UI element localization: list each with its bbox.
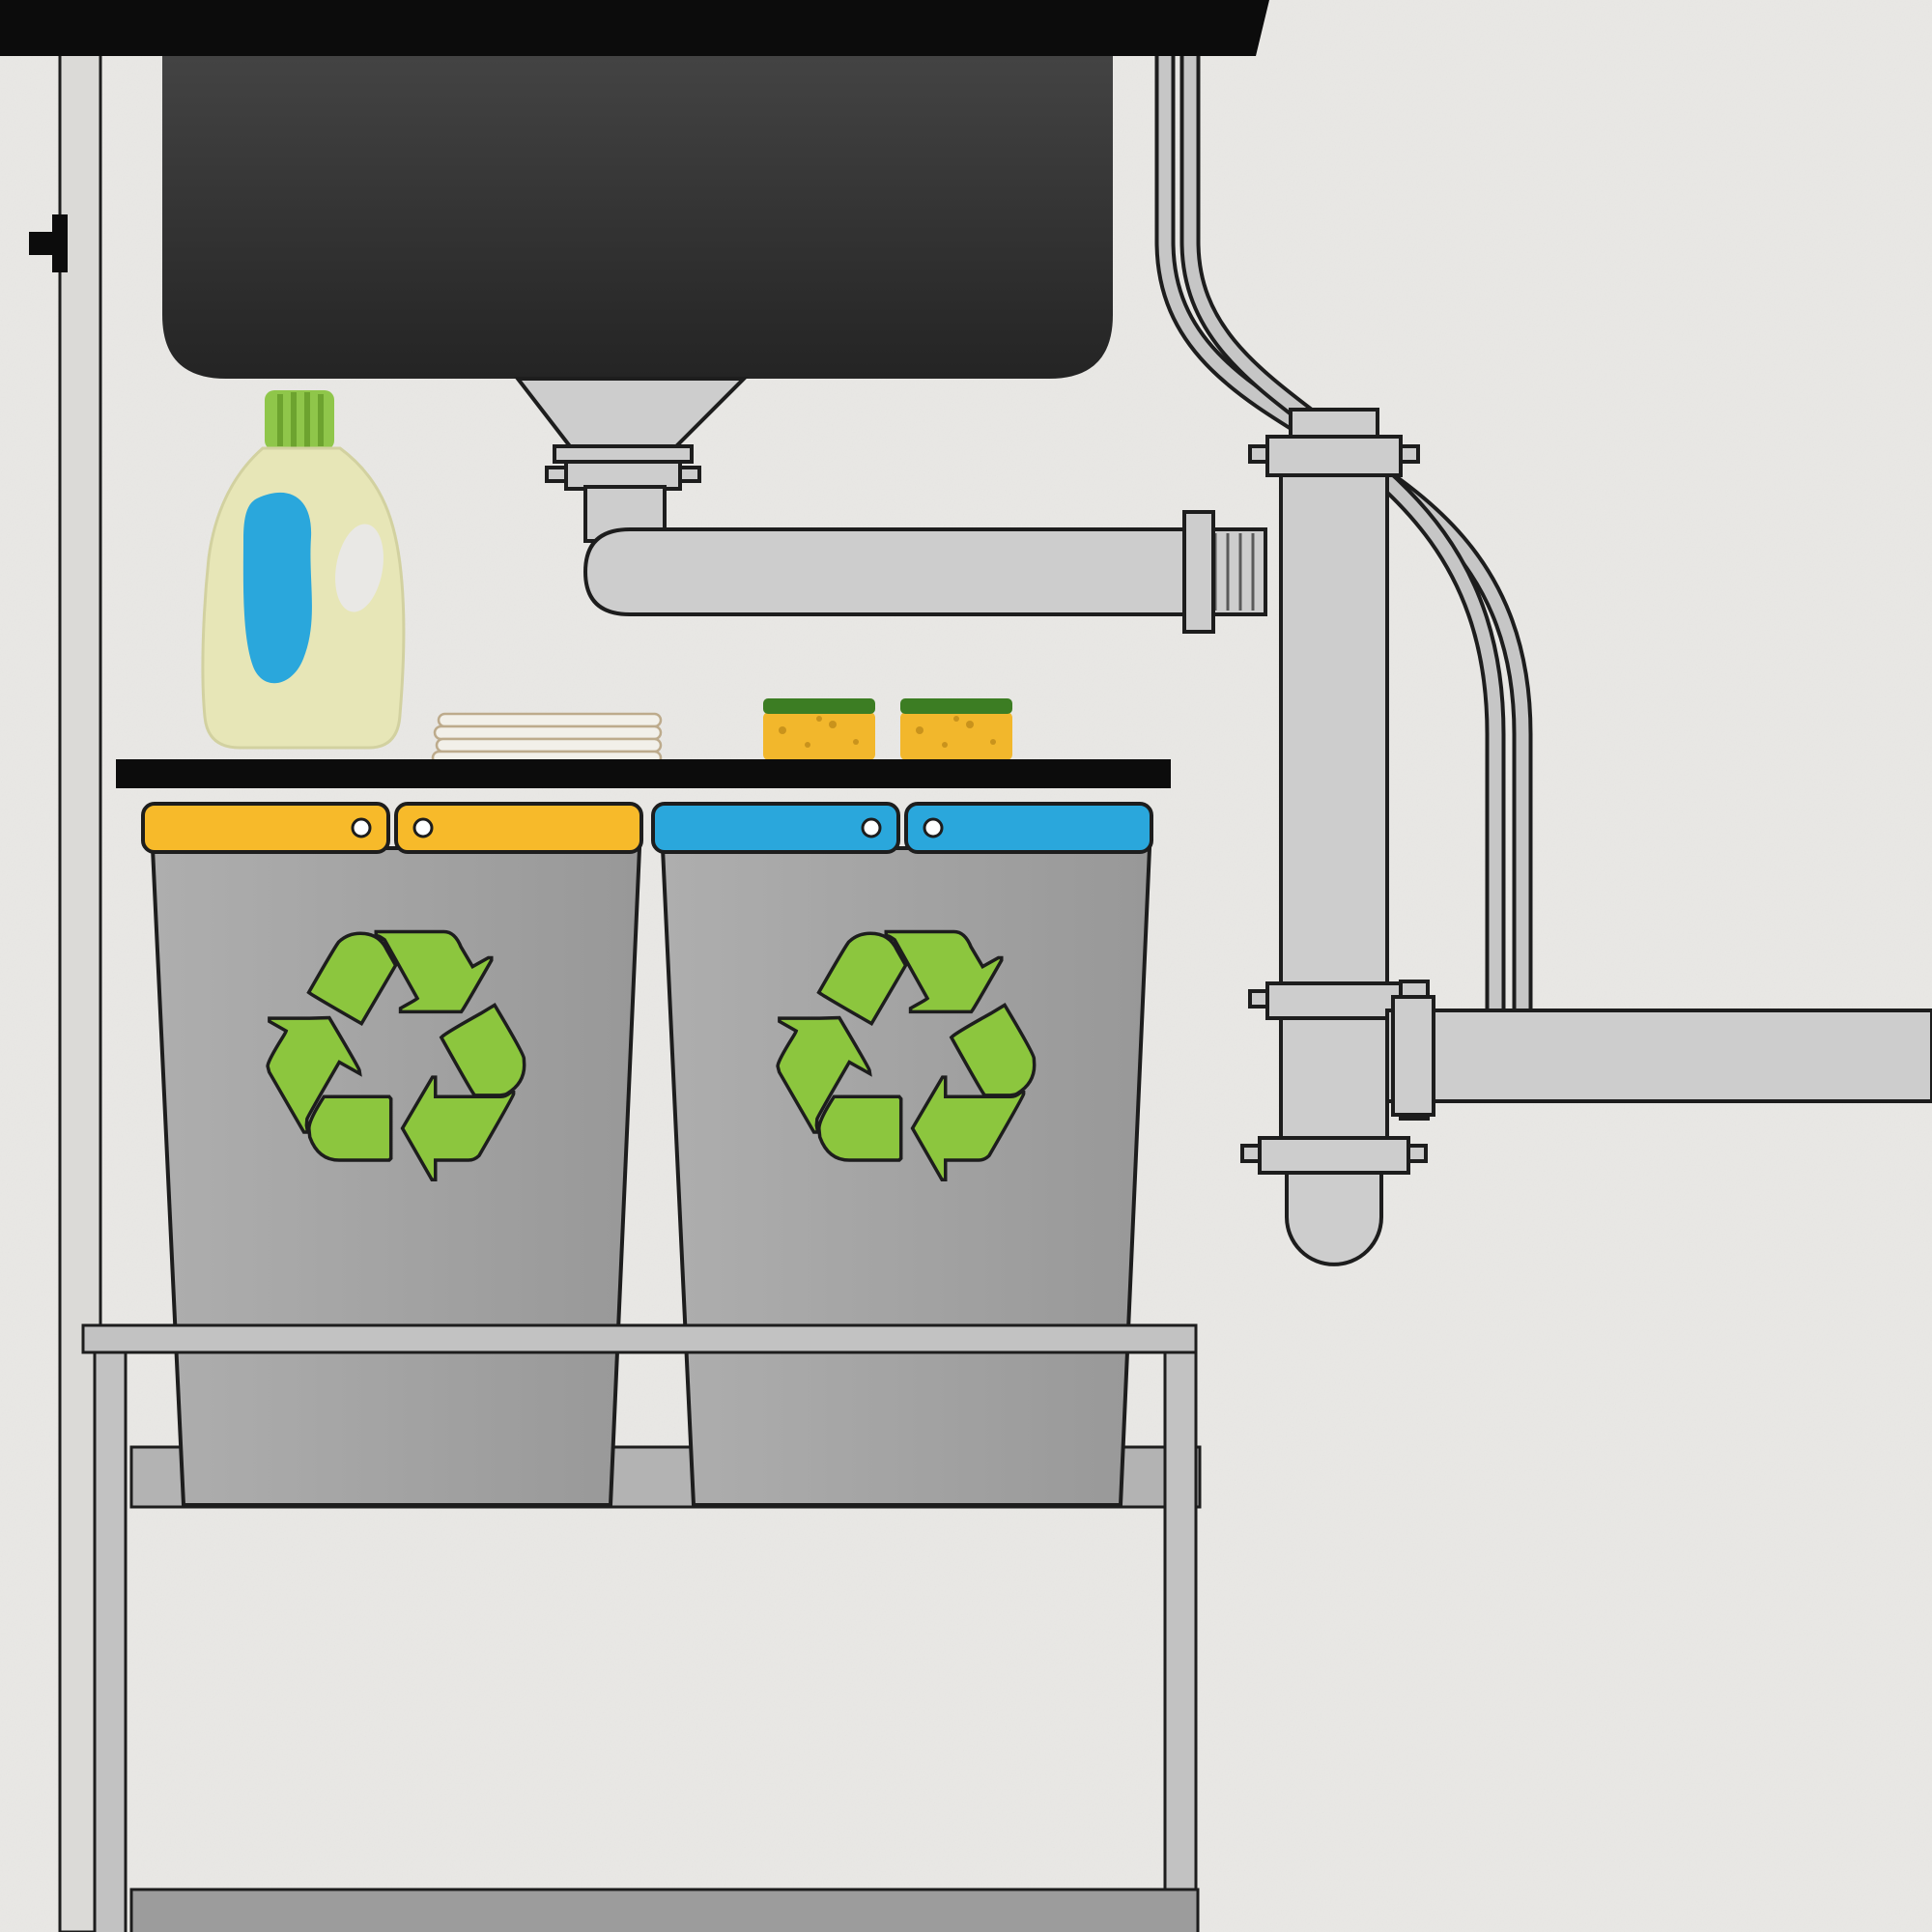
bin-lid-band-left <box>141 802 390 854</box>
pull-out-rack <box>81 1323 1198 1932</box>
bottle-cap <box>265 390 334 450</box>
coupling-nut <box>1182 510 1215 634</box>
recycle-symbol: ♻ <box>241 856 553 1261</box>
sponge-scrub-layer <box>900 698 1012 714</box>
flange-body <box>1265 981 1403 1020</box>
bottom-board <box>129 1888 1200 1932</box>
plate <box>433 724 663 741</box>
sponge-speckles <box>916 716 996 748</box>
plate <box>435 737 663 753</box>
rack-post-right <box>1163 1350 1198 1932</box>
sponge-2 <box>900 698 1012 760</box>
bin-lid-band-left <box>651 802 900 854</box>
plate <box>437 712 663 728</box>
rivet <box>923 817 944 838</box>
plate-stack <box>431 712 663 766</box>
sponge-1 <box>763 698 875 760</box>
branch-pipe <box>1385 980 1932 1121</box>
drain-locknut-lower <box>564 460 682 491</box>
bottle-cap-stripes <box>277 392 324 448</box>
rack-post-left <box>93 1350 128 1932</box>
sponge-body <box>900 712 1012 760</box>
sponge-body <box>763 712 875 760</box>
sponge-scrub-layer <box>763 698 875 714</box>
locknut-tab-right <box>678 466 701 483</box>
bottle-label <box>242 492 312 684</box>
main-drain-pipe <box>1279 440 1389 1169</box>
rivet <box>412 817 434 838</box>
drain-locknut-upper <box>553 444 694 464</box>
sponge-speckles <box>779 716 859 748</box>
p-trap <box>1240 1136 1428 1266</box>
recycle-symbol: ♻ <box>751 856 1063 1261</box>
storage-shelf <box>116 759 1171 788</box>
rack-rail <box>81 1323 1198 1354</box>
branch-connector-nut <box>1391 995 1435 1117</box>
rivet <box>351 817 372 838</box>
drain-horizontal-pipe <box>582 527 1267 616</box>
trap-nut <box>1258 1136 1410 1175</box>
recycling-bin-yellow: ♻ <box>141 802 643 1507</box>
pipe-flange-top <box>1248 435 1420 477</box>
bottle-handle-hole <box>335 524 384 612</box>
drain-assembly <box>513 377 1267 634</box>
branch-horizontal-pipe <box>1385 1009 1932 1103</box>
hinge-plate <box>52 214 68 272</box>
door-hinge <box>29 214 68 272</box>
recycling-bin-blue: ♻ <box>651 802 1153 1507</box>
bin-lid-band-right <box>394 802 643 854</box>
detergent-bottle <box>201 390 406 750</box>
trap-cleanout-cap <box>1285 1171 1383 1266</box>
bin-lid-band-right <box>904 802 1153 854</box>
rivet <box>861 817 882 838</box>
sink-basin <box>162 39 1113 379</box>
flange-body <box>1265 435 1403 477</box>
locknut-tab-left <box>545 466 568 483</box>
countertop-bar <box>0 0 1269 56</box>
main-drain-plumbing <box>1240 408 1932 1266</box>
